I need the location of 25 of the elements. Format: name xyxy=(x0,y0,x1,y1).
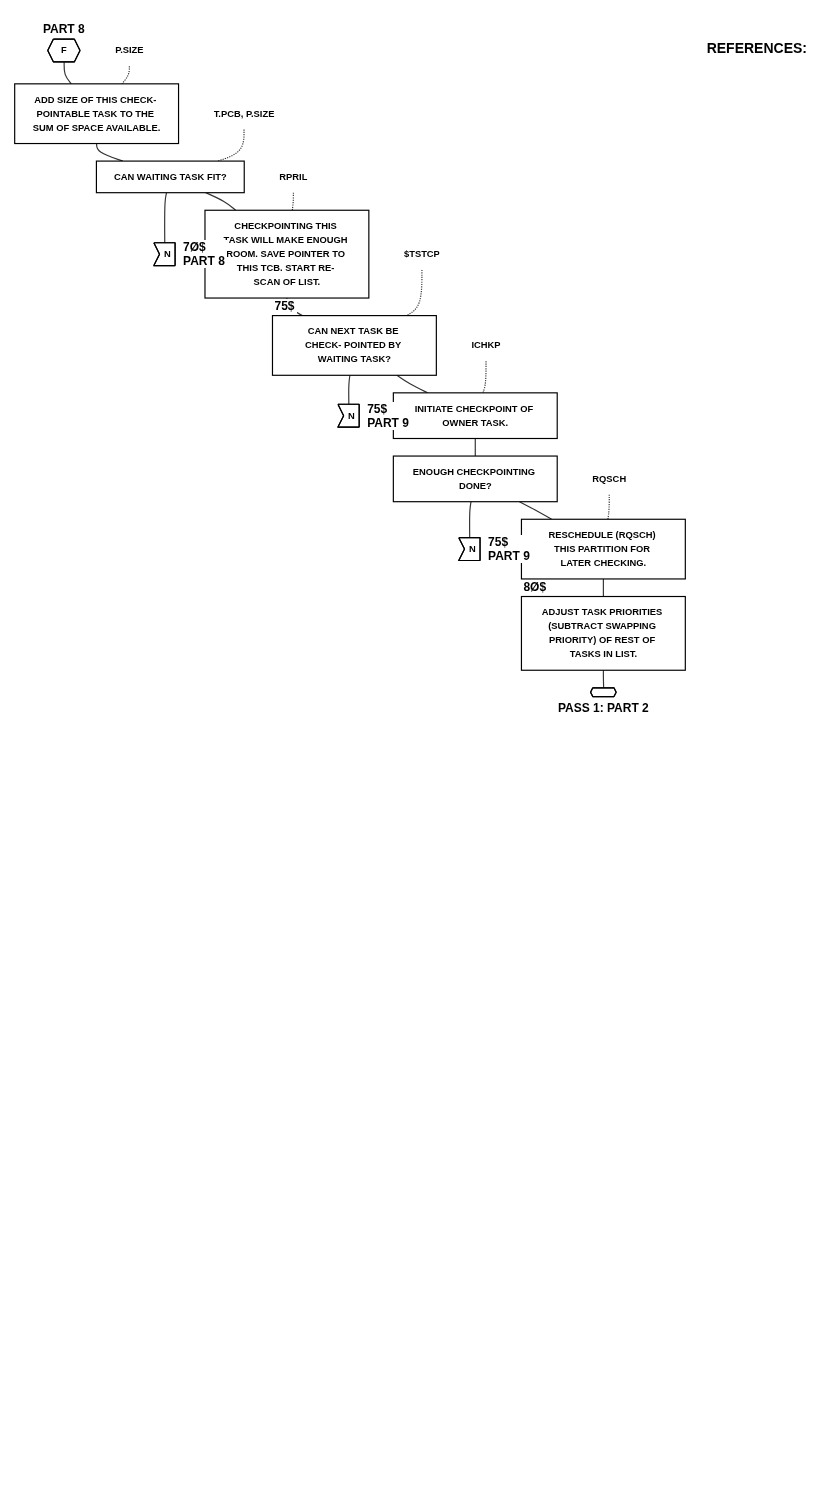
connector xyxy=(406,269,423,317)
node-box: CAN WAITING TASK FIT? xyxy=(95,160,245,194)
node-text: RQSCH xyxy=(592,473,627,484)
node-text: RPRIL xyxy=(279,171,308,182)
connector xyxy=(396,374,429,394)
node-text: $TSTCP xyxy=(403,248,440,259)
connector xyxy=(63,61,72,85)
connector xyxy=(205,192,237,211)
node-text: ICHKP xyxy=(471,340,501,351)
heading-text: REFERENCES: xyxy=(706,40,807,56)
connector xyxy=(518,501,553,520)
connector-caption: 75$ PART 9 xyxy=(365,401,411,430)
node-box: CAN NEXT TASK BE CHECK- POINTED BY WAITING TASK? xyxy=(271,315,437,376)
connector-caption: 7Ø$ PART 8 xyxy=(181,240,227,269)
connector xyxy=(121,65,130,85)
node-text: P.SIZE xyxy=(115,45,144,56)
connector-caption: 75$ PART 9 xyxy=(486,535,532,564)
node-box: ADJUST TASK PRIORITIES (SUBTRACT SWAPPING PRIORITY) OF REST OF TASKS IN LIST. xyxy=(520,595,686,671)
node-box: ENOUGH CHECKPOINTING DONE? xyxy=(392,455,558,503)
connector xyxy=(482,360,487,394)
node-box: ADD SIZE OF THIS CHECK- POINTABLE TASK TO THE SUM OF SPACE AVAILABLE. xyxy=(14,83,180,145)
connector xyxy=(607,494,610,520)
connector xyxy=(291,192,294,211)
node-text: T.PCB, P.SIZE xyxy=(213,108,275,119)
connector-caption: PASS 1: PART 2 xyxy=(555,700,651,715)
